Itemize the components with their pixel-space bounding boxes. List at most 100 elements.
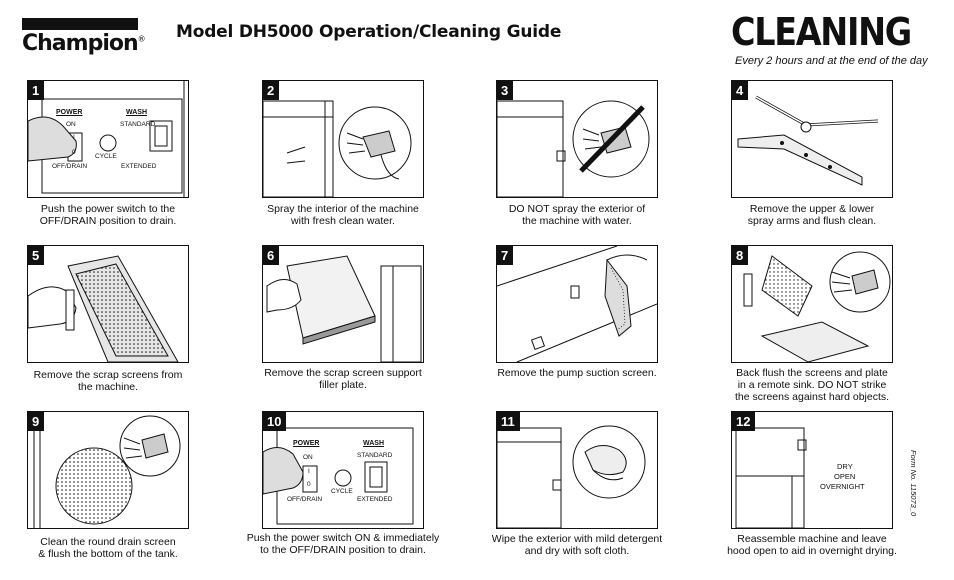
power-label: POWER — [293, 440, 320, 447]
caption-line: and dry with soft cloth. — [524, 545, 630, 557]
step-10-illustration: 10 POWER WASH ON STANDARD I 0 CYCLE OFF/… — [262, 411, 424, 529]
step-2-caption: Spray the interior of the machine with f… — [228, 203, 458, 227]
step-3-illustration: 3 — [496, 80, 658, 198]
off-drain-label: OFF/DRAIN — [52, 163, 88, 170]
logo-text: Champion® — [22, 31, 146, 56]
step-11-illustration: 11 — [496, 411, 658, 529]
step-5-illustration: 5 — [27, 245, 189, 363]
caption-line: the machine. — [77, 381, 139, 393]
caption-line: Back flush the screens and plate — [736, 367, 888, 379]
logo-bar — [22, 18, 138, 30]
power-label: POWER — [56, 109, 83, 116]
step-7-caption: Remove the pump suction screen. — [462, 367, 692, 379]
caption-line: hood open to aid in overnight drying. — [727, 545, 897, 557]
step-8-caption: Back flush the screens and plate in a re… — [697, 367, 927, 403]
registered-mark: ® — [137, 34, 146, 44]
power-panel-drawing — [28, 81, 185, 197]
step-5-caption: Remove the scrap screens from the machin… — [0, 369, 223, 393]
switch-zero-label: 0 — [72, 149, 76, 156]
caption-line: with fresh clean water. — [291, 215, 395, 227]
frequency-subtitle: Every 2 hours and at the end of the day — [735, 55, 928, 67]
overnight-label: OVERNIGHT — [820, 482, 865, 491]
step-7-illustration: 7 — [496, 245, 658, 363]
switch-zero-label: 0 — [307, 481, 311, 488]
caption-line: Wipe the exterior with mild detergent — [491, 533, 663, 545]
caption-line: Push the power switch to the — [40, 203, 176, 215]
step-12-illustration: 12 DRY OPEN OVERNIGHT — [731, 411, 893, 529]
caption-line: the screens against hard objects. — [734, 391, 890, 403]
step-12-caption: Reassemble machine and leave hood open t… — [697, 533, 927, 557]
switch-one-label: I — [73, 134, 75, 141]
caption-line: Remove the pump suction screen. — [497, 367, 657, 379]
step-6-caption: Remove the scrap screen support filler p… — [228, 367, 458, 391]
step-1-illustration: 1 POWER WASH ON STANDARD I 0 CYCLE OFF/D… — [27, 80, 189, 198]
caption-line: Remove the scrap screen support — [264, 367, 422, 379]
step-number: 2 — [263, 81, 280, 100]
caption-line: to the OFF/DRAIN position to drain. — [260, 544, 426, 556]
form-number: Form No. 115073_0 — [909, 450, 918, 517]
step-9-caption: Clean the round drain screen & flush the… — [0, 536, 223, 560]
step-number: 4 — [732, 81, 749, 100]
extended-label: EXTENDED — [357, 496, 393, 503]
hood-open-drawing — [735, 427, 807, 528]
step-9-illustration: 9 — [27, 411, 189, 529]
extended-label: EXTENDED — [121, 163, 157, 170]
open-label: OPEN — [834, 472, 856, 481]
step-number: 11 — [497, 412, 520, 431]
cycle-label: CYCLE — [331, 488, 353, 495]
standard-label: STANDARD — [357, 452, 393, 459]
wash-label: WASH — [126, 109, 147, 116]
caption-line: Reassemble machine and leave — [737, 533, 887, 545]
dry-label: DRY — [837, 462, 853, 471]
step-2-illustration: 2 — [262, 80, 424, 198]
caption-line: Push the power switch ON & immediately — [246, 532, 440, 544]
caption-line: Clean the round drain screen — [40, 536, 176, 548]
back-flush-drawing — [743, 251, 891, 362]
standard-label: STANDARD — [120, 121, 156, 128]
spray-interior-drawing — [263, 100, 412, 197]
step-11-caption: Wipe the exterior with mild detergent an… — [462, 533, 692, 557]
on-label: ON — [66, 121, 76, 128]
caption-line: Remove the upper & lower — [749, 203, 875, 215]
step-number: 12 — [732, 412, 756, 431]
scrap-screens-drawing — [28, 255, 179, 362]
caption-line: the machine with water. — [522, 215, 632, 227]
step-number: 7 — [497, 246, 514, 265]
caption-line: Remove the scrap screens from — [33, 369, 183, 381]
spray-arms-drawing — [737, 95, 879, 186]
wipe-exterior-drawing — [497, 425, 646, 528]
caption-line: Spray the interior of the machine — [267, 203, 419, 215]
on-label: ON — [303, 454, 313, 461]
wash-label: WASH — [363, 440, 384, 447]
step-number: 5 — [28, 246, 45, 265]
step-number: 9 — [28, 412, 45, 431]
step-number: 3 — [497, 81, 514, 100]
step-number: 10 — [263, 412, 287, 431]
step-4-illustration: 4 — [731, 80, 893, 198]
no-exterior-spray-drawing — [497, 100, 650, 197]
pump-screen-drawing — [497, 246, 657, 362]
step-number: 6 — [263, 246, 280, 265]
caption-line: DO NOT spray the exterior of — [508, 203, 646, 215]
step-3-caption: DO NOT spray the exterior of the machine… — [462, 203, 692, 227]
caption-line: filler plate. — [319, 379, 367, 391]
step-6-illustration: 6 — [262, 245, 424, 363]
step-8-illustration: 8 — [731, 245, 893, 363]
step-number: 8 — [732, 246, 749, 265]
step-1-caption: Push the power switch to the OFF/DRAIN p… — [0, 203, 223, 227]
step-number: 1 — [28, 81, 45, 100]
off-drain-label: OFF/DRAIN — [287, 496, 323, 503]
step-10-caption: Push the power switch ON & immediately t… — [228, 532, 458, 556]
cycle-label: CYCLE — [95, 153, 117, 160]
filler-plate-drawing — [266, 255, 422, 362]
drain-screen-drawing — [33, 412, 181, 528]
caption-line: spray arms and flush clean. — [747, 215, 877, 227]
section-title: CLEANING — [731, 10, 912, 54]
champion-logo: Champion® — [22, 18, 146, 60]
power-panel-drawing-2 — [263, 427, 414, 525]
caption-line: OFF/DRAIN position to drain. — [39, 215, 177, 227]
caption-line: in a remote sink. DO NOT strike — [737, 379, 887, 391]
caption-line: & flush the bottom of the tank. — [38, 548, 178, 560]
page-title: Model DH5000 Operation/Cleaning Guide — [176, 22, 562, 42]
step-4-caption: Remove the upper & lower spray arms and … — [697, 203, 927, 227]
